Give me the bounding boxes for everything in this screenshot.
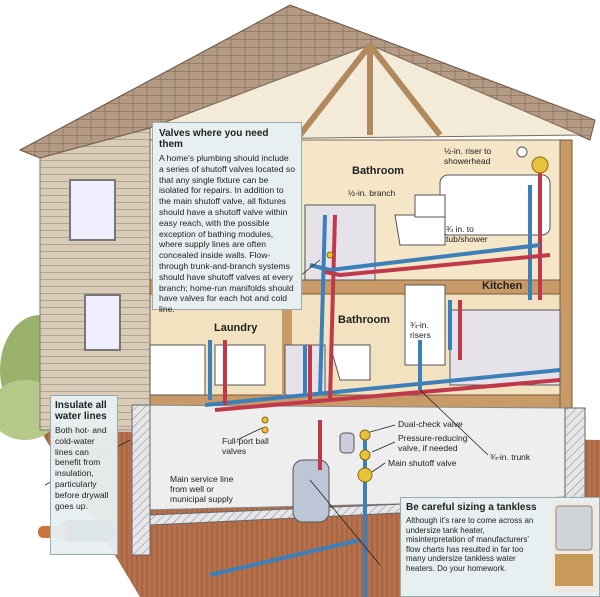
cold-pipe bbox=[204, 185, 561, 597]
callout-insulate: Insulate all water lines Both hot- and c… bbox=[50, 395, 118, 555]
washer bbox=[149, 344, 206, 396]
valve bbox=[357, 467, 373, 483]
valve bbox=[326, 251, 334, 259]
hot-branch bbox=[324, 253, 551, 277]
room-label-laundry: Laundry bbox=[214, 322, 258, 334]
gable bbox=[149, 44, 581, 141]
callout-tankless: Be careful sizing a tankless Although it… bbox=[400, 497, 600, 597]
laundry-sink bbox=[214, 344, 266, 386]
label-trunk: ¾-in. trunk bbox=[490, 452, 531, 462]
window bbox=[84, 294, 121, 351]
callout-valves-title: Valves where you need them bbox=[159, 128, 269, 150]
room-label-bathroom-upper: Bathroom bbox=[352, 165, 404, 177]
room-label-kitchen: Kitchen bbox=[482, 280, 523, 292]
tankless-heater-photo bbox=[551, 502, 597, 592]
window bbox=[69, 179, 116, 241]
callout-tankless-text: Be careful sizing a tankless Although it… bbox=[401, 498, 547, 578]
label-riser-showerhead: ½-in. riser to showerhead bbox=[444, 146, 492, 166]
showerhead bbox=[516, 146, 528, 158]
cold-branch bbox=[309, 243, 541, 272]
callout-valves-body: A home's plumbing should include a serie… bbox=[159, 153, 295, 315]
side-wall bbox=[39, 119, 151, 431]
valve bbox=[261, 426, 269, 434]
valve bbox=[531, 156, 549, 174]
hot-pipe bbox=[214, 170, 561, 470]
label-ball-valves: Full-port ball valves bbox=[222, 436, 269, 456]
callout-insulate-body: Both hot- and cold-water lines can benef… bbox=[55, 425, 109, 511]
valve bbox=[359, 449, 371, 461]
callout-insulate-title: Insulate all water lines bbox=[55, 400, 107, 422]
label-dual-check-valve: Dual-check valve bbox=[398, 419, 463, 429]
wall-stud bbox=[559, 139, 573, 411]
callout-valves: Valves where you need them A home's plum… bbox=[152, 122, 302, 314]
water-heater bbox=[292, 459, 330, 523]
label-pressure-reducing-valve: Pressure-reducing valve, if needed bbox=[398, 433, 468, 453]
tankless-heater-mount bbox=[555, 554, 593, 586]
callout-tankless-body: Although it's rare to come across an und… bbox=[406, 516, 534, 573]
valve bbox=[261, 416, 269, 424]
tankless-heater-unit bbox=[555, 505, 593, 551]
label-risers: ¾-in. risers bbox=[410, 320, 431, 340]
expansion-tank bbox=[339, 432, 355, 454]
service-line bbox=[209, 538, 361, 577]
toilet-upper-tank bbox=[414, 194, 446, 218]
fridge bbox=[404, 284, 446, 366]
label-tub-shower: ¾ in. to tub/shower bbox=[446, 224, 488, 244]
room-label-bathroom-lower: Bathroom bbox=[338, 314, 390, 326]
truss bbox=[297, 43, 443, 137]
label-branch: ½-in. branch bbox=[348, 188, 396, 198]
label-main-shutoff-valve: Main shutoff valve bbox=[388, 458, 457, 468]
toilet-lower bbox=[329, 344, 371, 381]
valve bbox=[359, 429, 371, 441]
label-service-line: Main service line from well or municipal… bbox=[170, 474, 234, 504]
callout-tankless-title: Be careful sizing a tankless bbox=[406, 502, 537, 513]
toilet-upper bbox=[394, 214, 446, 246]
